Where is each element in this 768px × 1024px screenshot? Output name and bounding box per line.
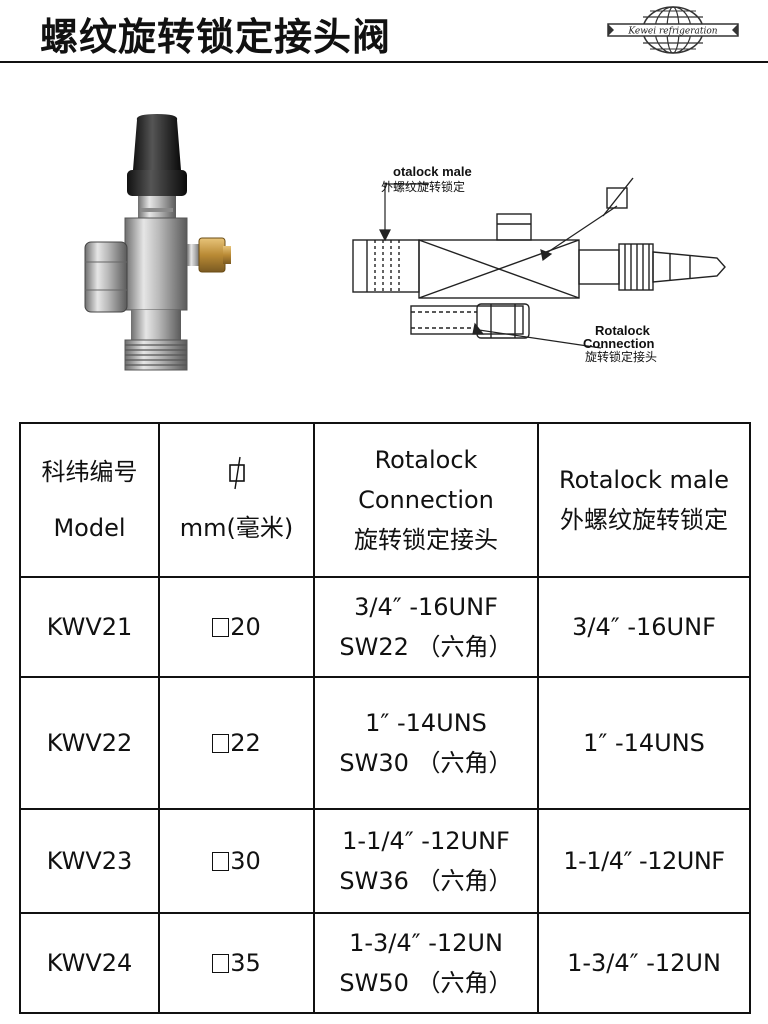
spec-table: 科纬编号 Model mm(毫米) Rotalock Connection 旋转… bbox=[19, 422, 751, 1014]
table-header-row: 科纬编号 Model mm(毫米) Rotalock Connection 旋转… bbox=[19, 422, 751, 578]
square-icon bbox=[212, 734, 230, 753]
cell-model: KWV22 bbox=[19, 676, 160, 810]
label-male-cn: 外螺纹旋转锁定 bbox=[381, 179, 465, 194]
cell-dimension: 30 bbox=[158, 808, 315, 914]
svg-text:Kewei refrigeration: Kewei refrigeration bbox=[627, 27, 717, 37]
label-conn-cn: 旋转锁定接头 bbox=[585, 349, 657, 364]
square-icon bbox=[212, 852, 230, 871]
square-icon bbox=[212, 618, 230, 637]
valve-diagram: otalock male 外螺纹旋转锁定 Rotalock Connection… bbox=[352, 164, 726, 364]
table-row: KWV21 20 3/4″ -16UNF SW22 （六角） 3/4″ -16U… bbox=[19, 576, 751, 678]
header-rule bbox=[0, 61, 768, 63]
kewei-logo: Kewei refrigeration bbox=[607, 6, 739, 54]
label-male-en: otalock male bbox=[393, 164, 472, 179]
square-icon bbox=[212, 954, 230, 973]
cell-male: 1″ -14UNS bbox=[537, 676, 751, 810]
cell-dimension: 35 bbox=[158, 912, 315, 1014]
label-conn-en2: Connection bbox=[583, 336, 655, 351]
cell-male: 1-3/4″ -12UN bbox=[537, 912, 751, 1014]
cell-connection: 1-1/4″ -12UNF SW36 （六角） bbox=[313, 808, 539, 914]
cell-connection: 1-3/4″ -12UN SW50 （六角） bbox=[313, 912, 539, 1014]
table-row: KWV22 22 1″ -14UNS SW30 （六角） 1″ -14UNS bbox=[19, 676, 751, 810]
square-dimension-icon bbox=[228, 456, 245, 490]
table-row: KWV23 30 1-1/4″ -12UNF SW36 （六角） 1-1/4″ … bbox=[19, 808, 751, 914]
cell-male: 1-1/4″ -12UNF bbox=[537, 808, 751, 914]
valve-photo bbox=[84, 114, 231, 371]
cell-male: 3/4″ -16UNF bbox=[537, 576, 751, 678]
cell-model: KWV21 bbox=[19, 576, 160, 678]
label-conn-en1: Rotalock bbox=[595, 323, 651, 338]
header-rotalock-connection: Rotalock Connection 旋转锁定接头 bbox=[313, 422, 539, 578]
header-model: 科纬编号 Model bbox=[19, 422, 160, 578]
cell-dimension: 20 bbox=[158, 576, 315, 678]
header-dimension: mm(毫米) bbox=[158, 422, 315, 578]
page-header: 螺纹旋转锁定接头阀 Kewei refrigeration bbox=[0, 0, 768, 63]
cell-dimension: 22 bbox=[158, 676, 315, 810]
page-title: 螺纹旋转锁定接头阀 bbox=[40, 15, 392, 59]
cell-connection: 1″ -14UNS SW30 （六角） bbox=[313, 676, 539, 810]
header-rotalock-male: Rotalock male 外螺纹旋转锁定 bbox=[537, 422, 751, 578]
cell-connection: 3/4″ -16UNF SW22 （六角） bbox=[313, 576, 539, 678]
cell-model: KWV23 bbox=[19, 808, 160, 914]
cell-model: KWV24 bbox=[19, 912, 160, 1014]
table-row: KWV24 35 1-3/4″ -12UN SW50 （六角） 1-3/4″ -… bbox=[19, 912, 751, 1014]
